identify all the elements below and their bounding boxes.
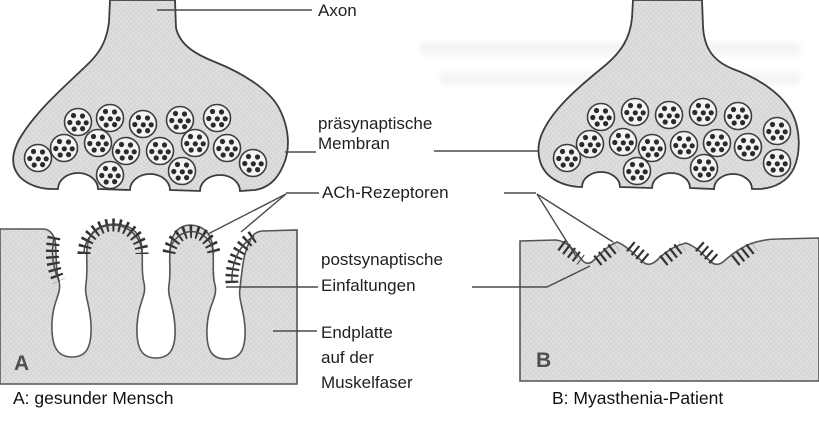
- vesicle: [165, 105, 195, 135]
- vesicle: [575, 129, 605, 159]
- postsynaptic-folds-label-line1: postsynaptische: [321, 250, 443, 269]
- muscle-a-outline: [0, 223, 298, 385]
- vesicle: [586, 102, 616, 132]
- vesicle: [637, 133, 667, 163]
- vesicle: [202, 103, 232, 133]
- ach-receptor-combs-b: [557, 240, 758, 266]
- vesicle: [762, 148, 792, 178]
- leader-ach-left-fan1: [207, 193, 287, 235]
- vesicle: [167, 156, 197, 186]
- vesicle: [702, 128, 732, 158]
- endplate-label-line3: Muskelfaser: [321, 373, 413, 392]
- postsynaptic-folds-label-line2: Einfaltungen: [321, 276, 416, 295]
- vesicle: [95, 160, 125, 190]
- presynaptic-membrane-label-line2: Membran: [318, 134, 390, 153]
- postsynaptic-folds-label: postsynaptische Einfaltungen: [321, 247, 443, 299]
- receptor-comb: [659, 241, 686, 266]
- vesicle: [23, 143, 53, 173]
- receptor-comb: [557, 240, 585, 265]
- vesicle: [608, 127, 638, 157]
- vesicle: [49, 133, 79, 163]
- vesicle: [762, 116, 792, 146]
- vesicle: [733, 132, 763, 162]
- receptor-comb: [593, 241, 620, 266]
- leader-lines: [157, 9, 614, 332]
- axon-label: Axon: [318, 1, 357, 20]
- ach-receptors-label: ACh-Rezeptoren: [322, 183, 449, 202]
- receptor-comb: [626, 241, 652, 266]
- leader-ach-right-fan2: [536, 193, 614, 243]
- axon-terminal-a: [12, 0, 289, 192]
- vesicle: [669, 130, 699, 160]
- vesicle: [180, 128, 210, 158]
- panel-a-letter: A: [14, 352, 30, 375]
- presynaptic-membrane-label-line1: präsynaptische: [318, 114, 433, 133]
- leader-ach-left-fan2: [240, 193, 287, 233]
- vesicle: [212, 133, 242, 163]
- muscle-b-outline: [519, 237, 819, 382]
- vesicle: [63, 107, 93, 137]
- leader-ach-right-fan1: [536, 193, 578, 259]
- muscle-endplate-a: [0, 218, 298, 385]
- endplate-label-line1: Endplatte: [321, 323, 393, 342]
- vesicle: [128, 109, 158, 139]
- vesicle: [111, 136, 141, 166]
- panel-b-caption: B: Myasthenia-Patient: [552, 388, 724, 408]
- endplate-label-line2: auf der: [321, 348, 374, 367]
- endplate-label: Endplatte auf der Muskelfaser: [321, 320, 413, 395]
- panel-b-letter: B: [536, 349, 552, 372]
- vesicle: [654, 100, 684, 130]
- vesicle: [95, 103, 125, 133]
- vesicle: [620, 97, 650, 127]
- vesicle: [238, 148, 268, 178]
- vesicle: [145, 136, 175, 166]
- muscle-endplate-b: [519, 237, 819, 382]
- vesicle: [622, 156, 652, 186]
- vesicle: [83, 128, 113, 158]
- vesicle: [688, 97, 718, 127]
- receptor-membrane-lines-a: [51, 224, 255, 284]
- presynaptic-membrane-label: präsynaptische Membran: [318, 114, 432, 154]
- receptor-comb: [695, 241, 720, 266]
- receptor-comb: [731, 241, 758, 266]
- vesicle: [723, 101, 753, 131]
- vesicle: [689, 153, 719, 183]
- ach-receptor-combs-a: [45, 218, 258, 284]
- panel-a-caption: A: gesunder Mensch: [13, 388, 174, 408]
- leader-postsynaptic-right: [472, 265, 591, 288]
- axon-terminal-b: [537, 0, 800, 190]
